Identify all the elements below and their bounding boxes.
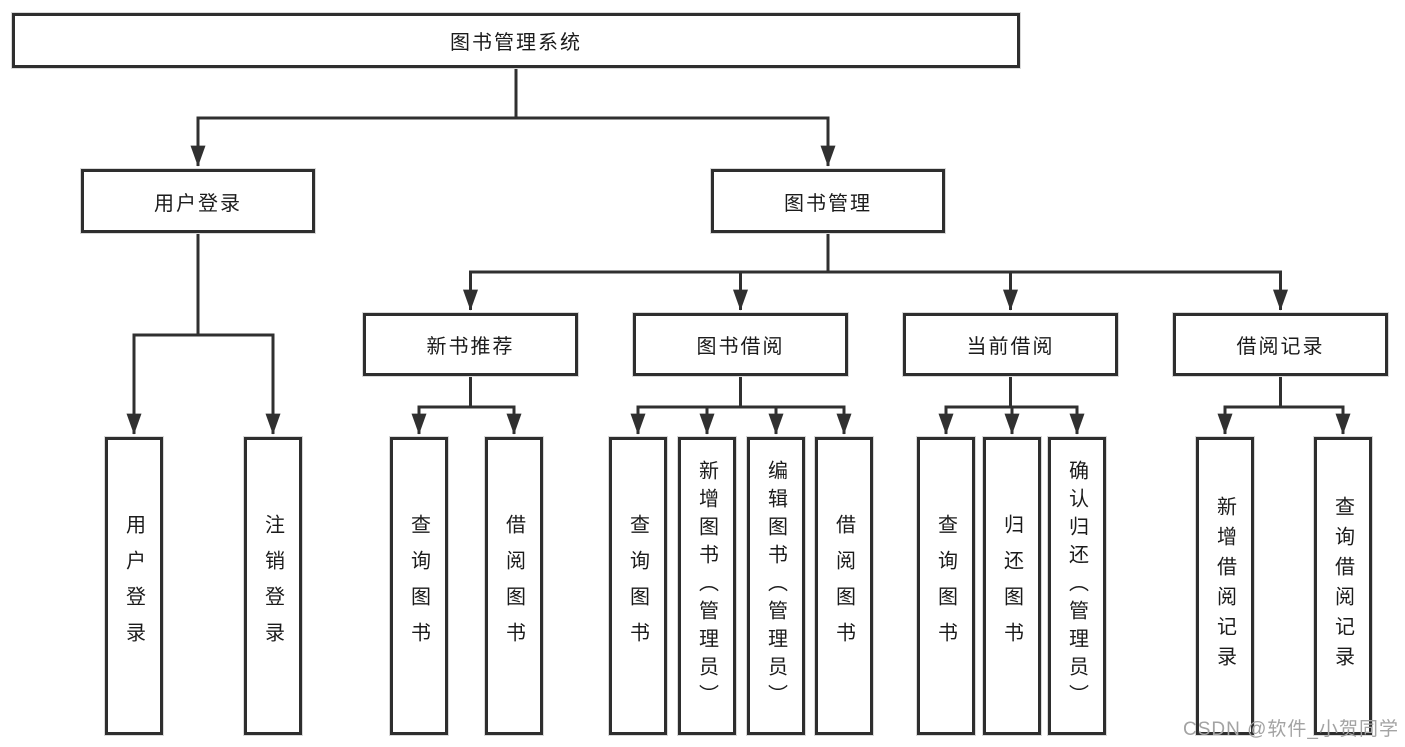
node-new-book-recommend: 新书推荐 [363, 313, 578, 376]
leaf-return-book: 归还图书 [983, 437, 1041, 735]
leaf-add-book-admin: 新增图书（管理员） [678, 437, 736, 735]
node-book-management: 图书管理 [711, 169, 945, 233]
leaf-query-book-1: 查询图书 [390, 437, 448, 735]
leaf-edit-book-admin: 编辑图书（管理员） [747, 437, 805, 735]
node-current-borrow: 当前借阅 [903, 313, 1118, 376]
leaf-confirm-return-admin: 确认归还（管理员） [1048, 437, 1106, 735]
leaf-borrow-book-1: 借阅图书 [485, 437, 543, 735]
leaf-add-borrow-record: 新增借阅记录 [1196, 437, 1254, 735]
leaf-query-borrow-record: 查询借阅记录 [1314, 437, 1372, 735]
leaf-query-book-3: 查询图书 [917, 437, 975, 735]
leaf-logout: 注销登录 [244, 437, 302, 735]
node-library-management-system: 图书管理系统 [12, 13, 1020, 68]
node-book-borrow: 图书借阅 [633, 313, 848, 376]
node-borrow-record: 借阅记录 [1173, 313, 1388, 376]
csdn-watermark: CSDN @软件_小贺同学 [1183, 719, 1399, 740]
leaf-query-book-2: 查询图书 [609, 437, 667, 735]
leaf-user-login: 用户登录 [105, 437, 163, 735]
node-user-login: 用户登录 [81, 169, 315, 233]
leaf-borrow-book-2: 借阅图书 [815, 437, 873, 735]
